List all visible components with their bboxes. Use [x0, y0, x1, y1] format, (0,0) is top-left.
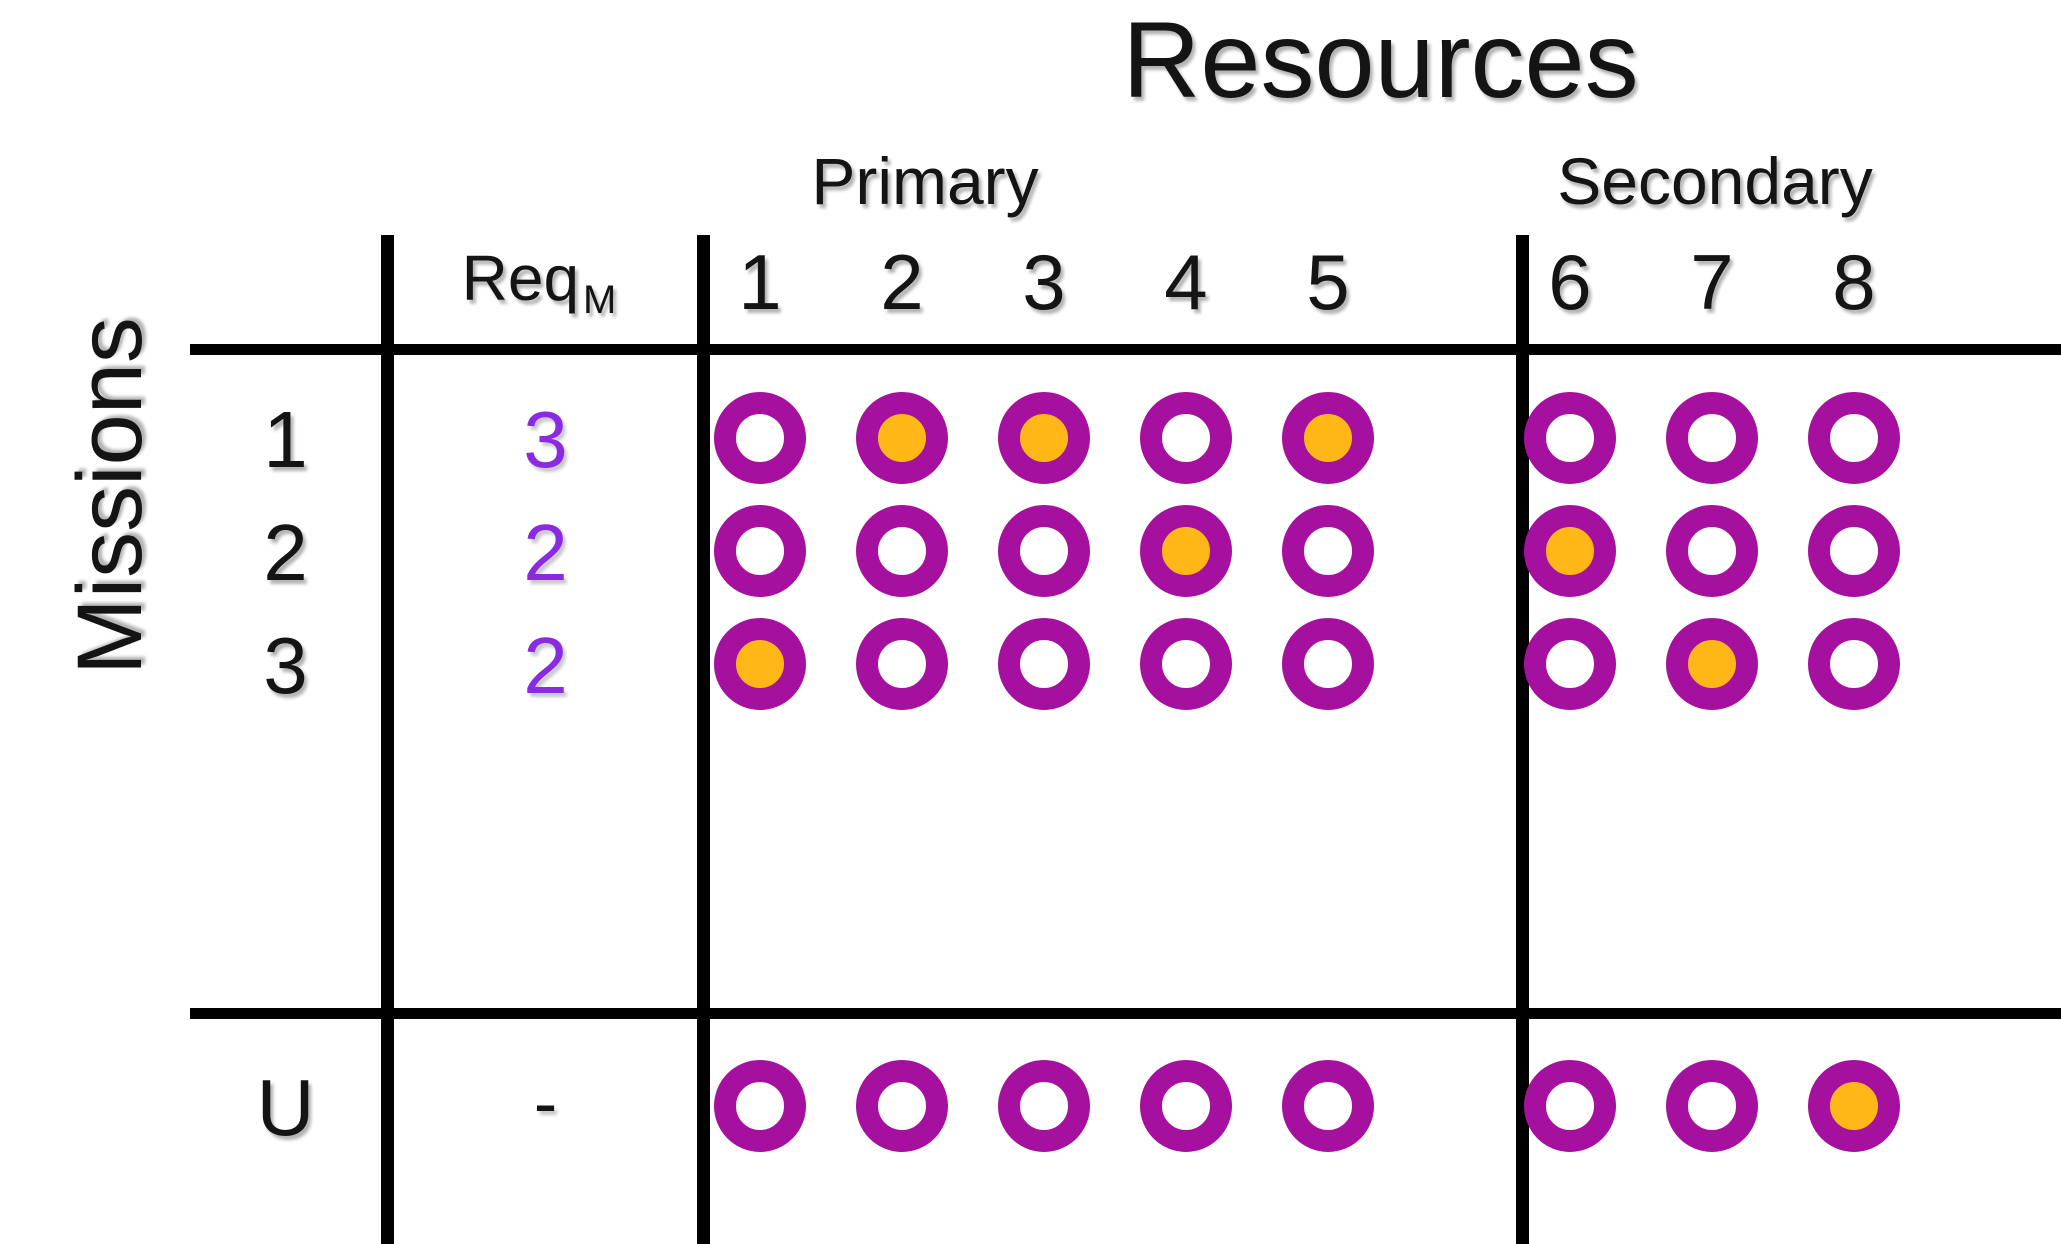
matrix-cell-r1-c2-filled[interactable] [856, 392, 948, 484]
req-header-text: Req [461, 242, 580, 314]
matrix-cell-r2-c2-empty[interactable] [856, 505, 948, 597]
column-header-2[interactable]: 2 [880, 238, 924, 326]
row-label-divider [381, 235, 394, 1244]
matrix-cell-r1-c4-empty[interactable] [1140, 392, 1232, 484]
mission-row-label-2[interactable]: 2 [263, 508, 308, 597]
mission-row-req-1: 3 [523, 395, 568, 484]
matrix-cell-r2-c1-empty[interactable] [714, 505, 806, 597]
matrix-cell-r2-c7-empty[interactable] [1666, 505, 1758, 597]
mission-row-label-1[interactable]: 1 [263, 395, 308, 484]
rows-axis-label: Missions [59, 317, 161, 675]
matrix-cell-rU-c4-empty[interactable] [1140, 1060, 1232, 1152]
matrix-cell-r2-c4-filled[interactable] [1140, 505, 1232, 597]
matrix-cell-r3-c5-empty[interactable] [1282, 618, 1374, 710]
matrix-cell-r1-c8-empty[interactable] [1808, 392, 1900, 484]
column-header-4[interactable]: 4 [1164, 238, 1208, 326]
matrix-cell-r1-c3-filled[interactable] [998, 392, 1090, 484]
group-header-primary: Primary [811, 144, 1039, 218]
matrix-cell-rU-c6-empty[interactable] [1524, 1060, 1616, 1152]
column-header-8[interactable]: 8 [1832, 238, 1876, 326]
matrix-cell-r2-c3-empty[interactable] [998, 505, 1090, 597]
matrix-cell-rU-c2-empty[interactable] [856, 1060, 948, 1152]
matrix-cell-r3-c2-empty[interactable] [856, 618, 948, 710]
matrix-cell-r3-c6-empty[interactable] [1524, 618, 1616, 710]
mission-row-label-3[interactable]: 3 [263, 621, 308, 710]
matrix-cell-r3-c3-empty[interactable] [998, 618, 1090, 710]
summary-separator-rule [190, 1008, 2061, 1019]
page-title: Resources [1122, 0, 1639, 120]
summary-row-req-U: - [533, 1064, 558, 1142]
req-header-subscript: M [583, 277, 617, 322]
matrix-cell-rU-c8-filled[interactable] [1808, 1060, 1900, 1152]
header-separator-rule [190, 344, 2061, 355]
column-header-3[interactable]: 3 [1022, 238, 1066, 326]
column-header-1[interactable]: 1 [738, 238, 782, 326]
req-column-divider [697, 235, 710, 1244]
column-header-5[interactable]: 5 [1306, 238, 1350, 326]
matrix-cell-rU-c1-empty[interactable] [714, 1060, 806, 1152]
mission-row-req-2: 2 [523, 508, 568, 597]
matrix-cell-r2-c6-filled[interactable] [1524, 505, 1616, 597]
group-header-secondary: Secondary [1557, 144, 1873, 218]
matrix-cell-r3-c4-empty[interactable] [1140, 618, 1232, 710]
matrix-cell-r1-c7-empty[interactable] [1666, 392, 1758, 484]
matrix-cell-r1-c1-empty[interactable] [714, 392, 806, 484]
summary-row-label-U[interactable]: U [256, 1063, 315, 1152]
matrix-cell-rU-c3-empty[interactable] [998, 1060, 1090, 1152]
column-header-6[interactable]: 6 [1548, 238, 1592, 326]
matrix-cell-r3-c7-filled[interactable] [1666, 618, 1758, 710]
matrix-cell-r3-c8-empty[interactable] [1808, 618, 1900, 710]
column-header-7[interactable]: 7 [1690, 238, 1734, 326]
primary-secondary-divider [1516, 235, 1529, 1244]
matrix-cell-rU-c5-empty[interactable] [1282, 1060, 1374, 1152]
mission-row-req-3: 2 [523, 621, 568, 710]
matrix-cell-r1-c5-filled[interactable] [1282, 392, 1374, 484]
matrix-cell-r2-c5-empty[interactable] [1282, 505, 1374, 597]
matrix-cell-r2-c8-empty[interactable] [1808, 505, 1900, 597]
matrix-cell-rU-c7-empty[interactable] [1666, 1060, 1758, 1152]
matrix-cell-r3-c1-filled[interactable] [714, 618, 806, 710]
matrix-cell-r1-c6-empty[interactable] [1524, 392, 1616, 484]
